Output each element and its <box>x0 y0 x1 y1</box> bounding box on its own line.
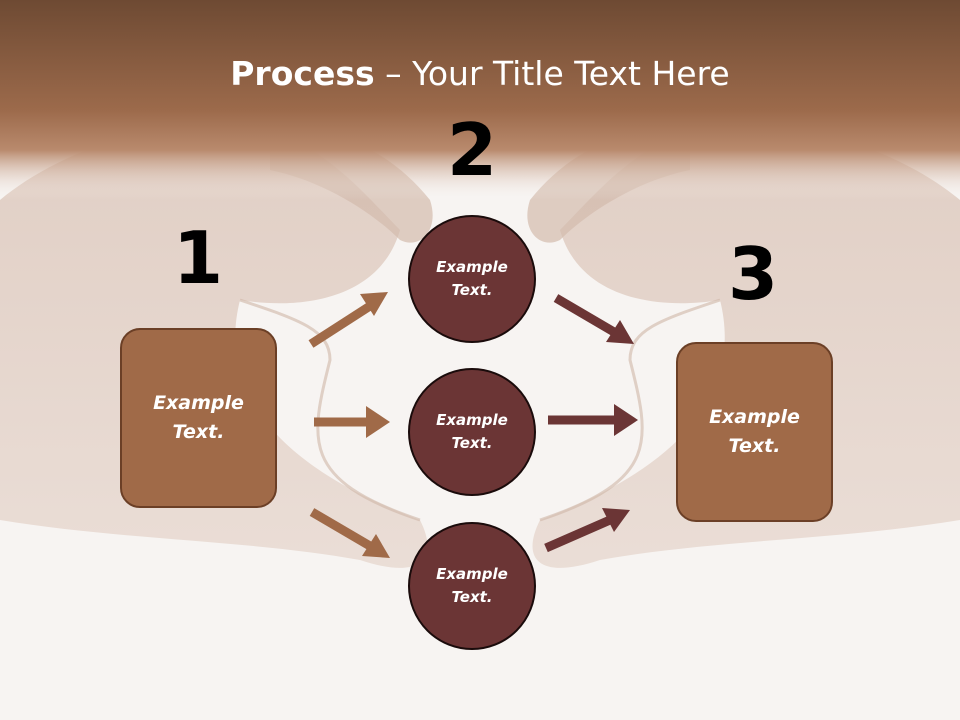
left-box-text: Example Text. <box>153 392 244 443</box>
bottom-circle: Example Text. <box>408 522 536 650</box>
left-process-box: Example Text. <box>120 328 277 508</box>
right-box-text: Example Text. <box>709 406 800 457</box>
title-bold: Process <box>230 54 375 93</box>
arrow-to-top-circle <box>308 292 388 348</box>
arrow-from-top-circle <box>553 294 634 344</box>
step-number-2: 2 <box>446 108 498 192</box>
top-circle-text: Example Text. <box>436 258 508 299</box>
arrow-to-middle-circle <box>314 406 390 438</box>
step-number-3: 3 <box>727 232 779 316</box>
bottom-circle-text: Example Text. <box>436 565 508 606</box>
middle-circle-text: Example Text. <box>436 411 508 452</box>
arrow-from-middle-circle <box>548 404 638 436</box>
arrow-to-bottom-circle <box>309 508 390 558</box>
title-rest: – Your Title Text Here <box>374 54 730 93</box>
arrow-from-bottom-circle <box>544 508 630 553</box>
slide-title: Process – Your Title Text Here <box>0 52 960 96</box>
right-process-box: Example Text. <box>676 342 833 522</box>
step-number-1: 1 <box>172 216 224 300</box>
top-circle: Example Text. <box>408 215 536 343</box>
middle-circle: Example Text. <box>408 368 536 496</box>
